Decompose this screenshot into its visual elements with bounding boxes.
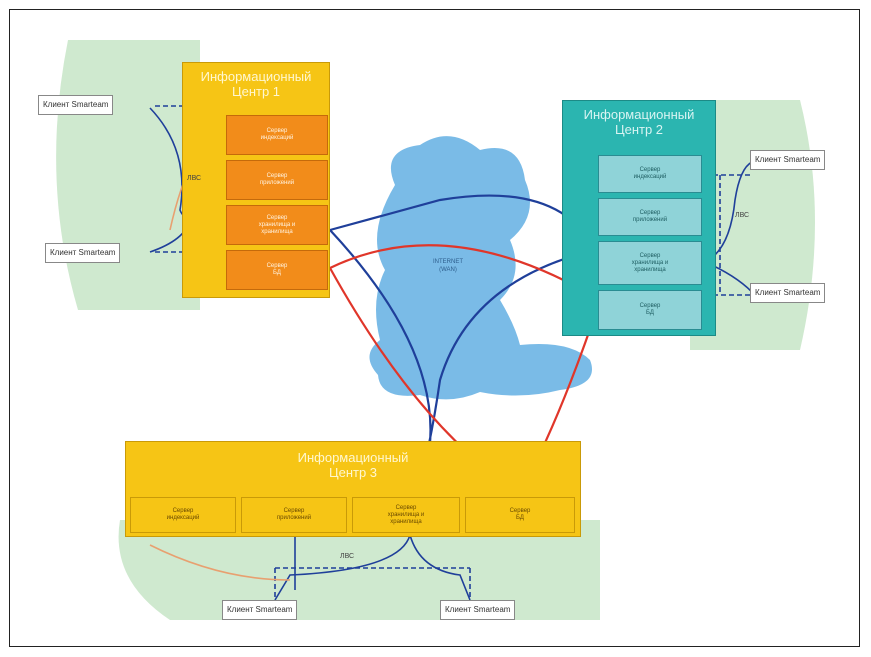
client-c1-bottom[interactable]: Клиент Smarteam xyxy=(45,243,121,263)
client-c2-bottom[interactable]: Клиент Smarteam xyxy=(750,283,826,303)
client-c1-top[interactable]: Клиент Smarteam xyxy=(38,95,114,115)
lan-label-1: ЛВС xyxy=(187,175,202,182)
lan-links-3 xyxy=(149,534,471,601)
internet-cloud xyxy=(369,136,592,400)
client-c2-top[interactable]: Клиент Smarteam xyxy=(750,150,826,170)
lan-area-3 xyxy=(118,520,601,620)
wan-link-red xyxy=(328,244,602,495)
info-center-3-title: Информационный Центр 3 xyxy=(297,450,409,480)
client-c3-left[interactable]: Клиент Smarteam xyxy=(222,600,298,620)
lan-area-1 xyxy=(56,40,200,310)
info-center-2-title: Информационный Центр 2 xyxy=(583,107,695,137)
lan-label-2: ЛВС xyxy=(735,212,750,219)
info-center-1-title: Информационный Центр 1 xyxy=(200,69,312,99)
lan-label-3: ЛВС xyxy=(340,553,355,560)
client-c3-right[interactable]: Клиент Smarteam xyxy=(440,600,516,620)
internet-label: INTERNET (WAN) xyxy=(433,259,463,273)
